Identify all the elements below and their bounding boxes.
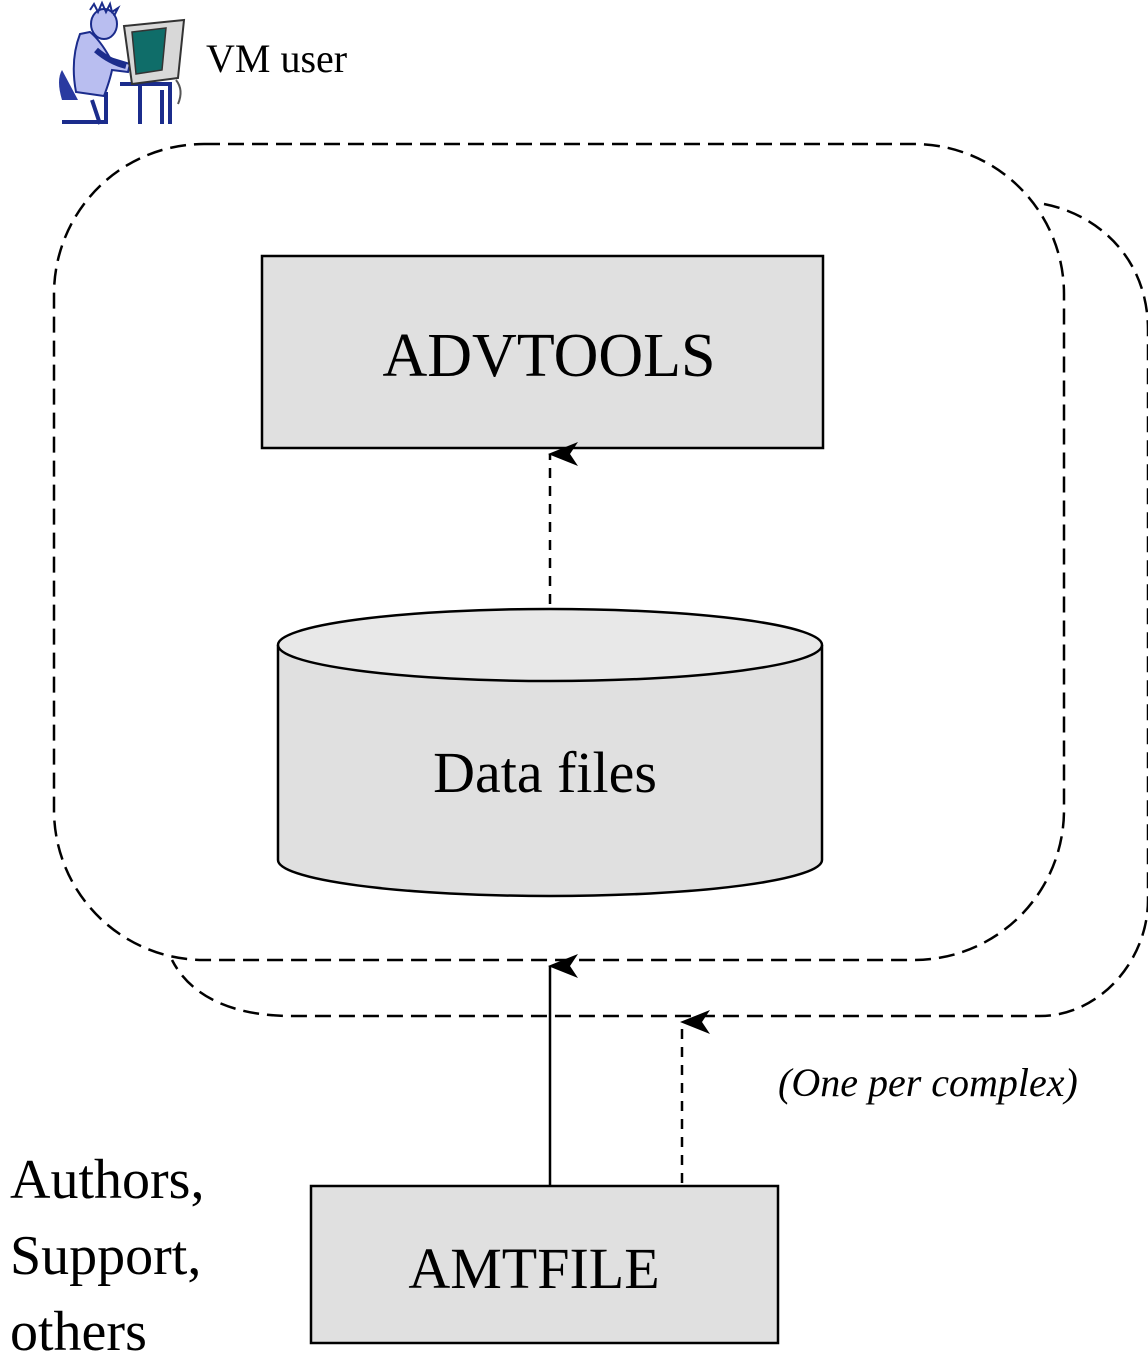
container-outline-back — [170, 202, 1148, 1018]
authors-line: Support, — [10, 1225, 201, 1287]
datafiles-label: Data files — [433, 740, 657, 805]
advtools-label: ADVTOOLS — [383, 322, 716, 390]
authors-line: Authors, — [10, 1149, 204, 1211]
advtools-box — [260, 254, 825, 450]
authors-text: Authors, Support, others — [10, 1149, 204, 1356]
person-at-computer-icon — [59, 0, 186, 125]
one-per-complex-note: (One per complex) — [778, 1060, 1078, 1105]
datafiles-cylinder — [276, 607, 824, 898]
vm-user-label: VM user — [206, 36, 347, 81]
amtfile-label: AMTFILE — [408, 1236, 659, 1301]
amtfile-box — [309, 1184, 780, 1345]
authors-line: others — [10, 1301, 147, 1356]
